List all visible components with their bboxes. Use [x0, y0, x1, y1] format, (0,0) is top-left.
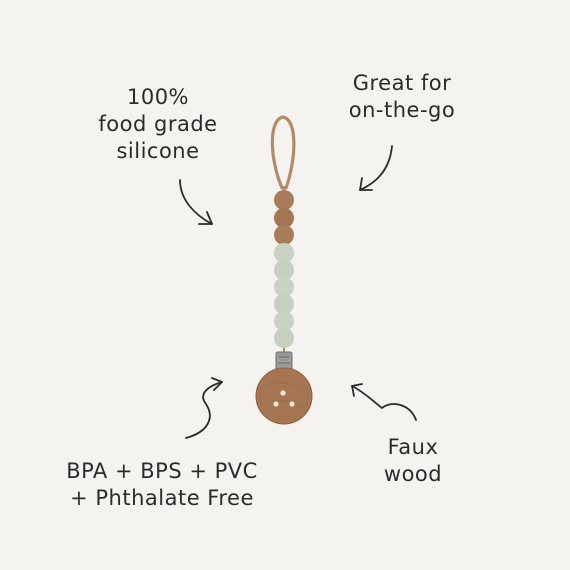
silicone-bead: [274, 260, 294, 280]
arrow-icon: [179, 179, 213, 225]
wood-bead: [274, 225, 294, 245]
callout-line: Great for: [352, 71, 452, 95]
clip-hole: [289, 401, 295, 407]
callout-silicone: 100% food grade silicone: [88, 84, 228, 165]
callout-line: 100%: [126, 85, 190, 109]
arrow-icon: [351, 385, 417, 421]
callout-line: BPA + BPS + PVC: [66, 459, 258, 483]
clip-hole: [280, 390, 286, 396]
silicone-bead: [274, 277, 294, 297]
wood-clip-head: [256, 368, 312, 424]
clip-hole: [273, 401, 279, 407]
arrow-head-icon: [359, 177, 373, 191]
callout-line: + Phthalate Free: [70, 486, 254, 510]
arrow-icon: [185, 381, 223, 439]
silicone-bead: [274, 294, 294, 314]
silicone-bead: [274, 328, 294, 348]
wood-bead: [274, 208, 294, 228]
callout-line: wood: [383, 462, 443, 486]
arrow-head-icon: [351, 383, 363, 397]
arrow-head-icon: [198, 211, 213, 225]
callout-bpa-free: BPA + BPS + PVC + Phthalate Free: [22, 458, 302, 512]
arrow-head-icon: [211, 377, 223, 391]
callout-line: food grade: [98, 112, 218, 136]
callout-line: on-the-go: [348, 98, 456, 122]
callout-faux-wood: Faux wood: [368, 434, 458, 488]
callout-line: Faux: [387, 435, 439, 459]
arrow-icon: [359, 145, 393, 191]
callout-on-the-go: Great for on-the-go: [322, 70, 482, 124]
silicone-bead: [274, 311, 294, 331]
silicone-bead: [274, 243, 294, 263]
callout-line: silicone: [116, 139, 200, 163]
strap-loop: [270, 115, 296, 190]
wood-bead: [274, 190, 294, 210]
